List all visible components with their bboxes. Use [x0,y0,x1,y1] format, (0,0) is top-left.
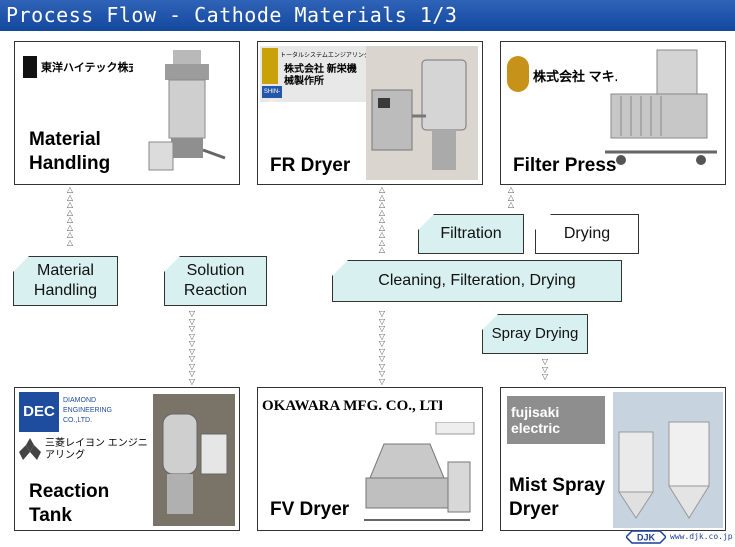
makino-logo: 株式会社 マキノ [507,56,617,92]
footer-url: www.djk.co.jp [670,532,733,541]
fv-dryer-photo [364,422,475,521]
tag-drying: Drying [535,214,639,254]
vacuum-conveyor-photo [148,50,226,171]
diamond-engineering-logo: DEC DIAMOND ENGINEERING CO.,LTD. [19,392,141,434]
shinei-logo: SHIN-EI トータルシステムエンジアリングの新栄機械 株式会社 新栄機械製作… [260,46,366,102]
spray-dryer-photo [613,392,723,528]
mist-spray-dryer-box: fujisaki electric Mist Spray Dryer [500,387,726,531]
tag-material-handling: Material Handling [13,256,118,306]
tag-cleaning-filteration-drying: Cleaning, Filteration, Drying [332,260,622,302]
reaction-tank-photo [153,394,235,526]
arrow-down-mist-spray: ▽▽▽ [541,357,549,381]
mitsubishi-rayon-logo: 三菱レイヨン エンジニアリング [19,436,149,464]
fr-dryer-photo [366,46,478,180]
arrow-up-material-handling: △△△△△△△△ [66,185,74,247]
toyo-hitec-logo: 東洋ハイテック株式会社 [23,56,133,78]
filter-press-label: Filter Press [513,155,617,176]
tag-solution-reaction: Solution Reaction [164,256,267,306]
mist-spray-dryer-label: Mist Spray Dryer [509,475,606,520]
fv-dryer-box: OKAWARA MFG. CO., LTD. FV Dryer [257,387,483,531]
arrow-up-fr-dryer: △△△△△△△△△ [378,185,386,254]
filter-press-box: 株式会社 マキノ Filter Press [500,41,726,185]
djk-logo: DJK [626,530,666,544]
svg-text:DJK: DJK [637,533,656,543]
reaction-tank-box: DEC DIAMOND ENGINEERING CO.,LTD. 三菱レイヨン … [14,387,240,531]
material-handling-label: Material Handling [29,129,111,174]
filter-press-photo [605,49,717,165]
mitsubishi-icon [19,438,41,460]
page-title: Process Flow - Cathode Materials 1/3 [6,3,458,27]
fr-dryer-box: SHIN-EI トータルシステムエンジアリングの新栄機械 株式会社 新栄機械製作… [257,41,483,185]
arrow-up-filter-press: △△△ [507,185,515,209]
fv-dryer-label: FV Dryer [270,499,350,520]
tag-spray-drying: Spray Drying [482,314,588,354]
title-bar: Process Flow - Cathode Materials 1/3 [0,0,735,31]
okawara-logo: OKAWARA MFG. CO., LTD. [262,398,442,414]
fr-dryer-label: FR Dryer [270,155,351,176]
arrow-down-solution-reaction: ▽▽▽▽▽▽▽▽▽▽ [188,309,196,386]
material-handling-box: 東洋ハイテック株式会社 Material Handling [14,41,240,185]
reaction-tank-label: Reaction Tank [29,481,110,526]
arrow-down-fv-dryer: ▽▽▽▽▽▽▽▽▽▽ [378,309,386,386]
tag-filtration: Filtration [418,214,524,254]
fujisaki-electric-logo: fujisaki electric [507,396,605,444]
